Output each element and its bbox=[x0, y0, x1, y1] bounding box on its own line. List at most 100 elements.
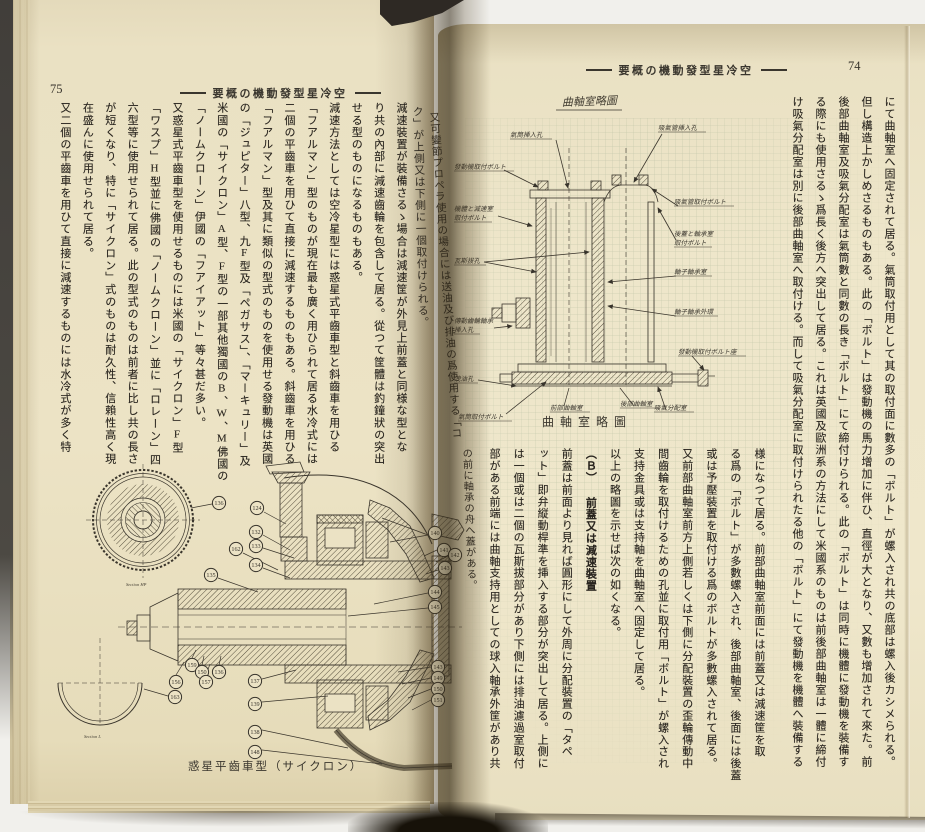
text-column: 減速方法としては空冷星型には惑星式平齒車型と斜齒車を用ひる bbox=[327, 102, 340, 453]
callout-number: 137 bbox=[247, 673, 263, 689]
text-column: る爲の「ボルト」が多數螺入され、後部曲軸室、後面には後蓋 bbox=[728, 448, 741, 782]
text-column: け吸氣分配室は別に後部曲軸室へ取付ける。而して吸氣分配室に取付けられたる他の「ボ… bbox=[791, 96, 803, 768]
running-header-left: 要概の機動發型星冷空 bbox=[150, 85, 410, 101]
svg-text:挿入孔: 挿入孔 bbox=[454, 326, 474, 334]
svg-text:150: 150 bbox=[433, 686, 442, 693]
svg-text:133: 133 bbox=[251, 543, 260, 550]
text-column: 又二個の平齒車を用ひて直接に減速するものには水冷式が多く特 bbox=[58, 102, 71, 453]
svg-text:發動機取付ボルト座: 發動機取付ボルト座 bbox=[678, 348, 738, 356]
svg-text:150: 150 bbox=[197, 669, 206, 676]
text-column: 六型等に使用せられて居る。此の型式のものは前者に比し共の長さ bbox=[126, 102, 139, 465]
svg-text:151: 151 bbox=[433, 697, 442, 704]
svg-text:Section L: Section L bbox=[84, 734, 101, 739]
text-column: 在盛んに使用せられて居る。 bbox=[81, 102, 94, 260]
text-column: 前蓋は前面より見れば圓形にして外周に分配裝置の「タペ bbox=[560, 448, 573, 758]
svg-text:143: 143 bbox=[440, 565, 449, 572]
text-column: 「フアルマン」型及其に類似の型式のものを使用せる發動機は英國 bbox=[260, 102, 273, 465]
svg-text:157: 157 bbox=[201, 679, 210, 686]
text-column: が短くなり、特に「サイクロン」式のものは耐久性、信賴性高く現 bbox=[103, 102, 116, 465]
svg-text:148: 148 bbox=[250, 749, 259, 756]
svg-text:132: 132 bbox=[251, 529, 260, 536]
text-column: 或は予壓裝置を取付ける爲のボルトが多數螺入されて居る。 bbox=[704, 448, 717, 770]
text-column: る際にも使用さるゝ爲長く後方へ突出して居る。これは英國及歐洲系の方法にして米國系… bbox=[814, 96, 826, 768]
svg-text:137: 137 bbox=[250, 678, 259, 685]
svg-text:141: 141 bbox=[439, 547, 448, 554]
svg-text:134: 134 bbox=[251, 562, 260, 569]
page-shadow-right bbox=[494, 813, 925, 829]
svg-text:前部曲軸室: 前部曲軸室 bbox=[550, 404, 584, 412]
text-column: 「ノームクローン」伊國の「フアイアット」等々甚だ多い。 bbox=[193, 102, 206, 429]
running-header-right: 要概の機動發型星冷空 bbox=[560, 62, 812, 78]
text-column: 以上の略圖を示せば次の如くなる。 bbox=[608, 448, 621, 639]
spine-bottom bbox=[348, 802, 548, 832]
svg-text:138: 138 bbox=[250, 729, 259, 736]
svg-text:149: 149 bbox=[433, 675, 442, 682]
crankcase-diagram: 曲軸室略圖 bbox=[454, 94, 746, 429]
text-column: 部がある前端には曲軸支持用としての球入軸承外筐があり共 bbox=[487, 448, 500, 770]
callout-number: 159 bbox=[184, 657, 200, 673]
svg-text:吸氣管取付ボルト: 吸氣管取付ボルト bbox=[674, 198, 727, 206]
svg-text:Section HP: Section HP bbox=[126, 582, 147, 587]
text-column: 後部曲軸室及吸氣分配室は氣筒數と同數の長き「ボルト」にて締付けられる。此の「ボル… bbox=[837, 96, 849, 768]
svg-text:傳動齒輪軸承: 傳動齒輪軸承 bbox=[454, 317, 495, 325]
svg-text:145: 145 bbox=[430, 604, 439, 611]
text-column: ット」即弁縦動桿準を挿入する部分が突出して居る。上側に bbox=[536, 448, 549, 770]
callout-number: 136 bbox=[211, 495, 227, 511]
svg-text:後部曲軸室: 後部曲軸室 bbox=[620, 400, 654, 408]
svg-text:吸氣分配室: 吸氣分配室 bbox=[654, 404, 688, 412]
svg-text:156: 156 bbox=[171, 679, 180, 686]
svg-text:136: 136 bbox=[214, 500, 223, 507]
svg-text:軸子軸承室: 軸子軸承室 bbox=[674, 268, 708, 276]
text-column: 又惑星式平齒車型を使用せるものには米國の「サイクロン」F型 bbox=[170, 102, 183, 454]
svg-text:162: 162 bbox=[231, 546, 240, 553]
callout-number: 151 bbox=[430, 692, 446, 708]
text-column: 又前部曲軸室前方上側若しくは下側に分配裝置の歪輪傳動中 bbox=[680, 448, 693, 770]
text-column: にて曲軸室へ固定されて居る。氣筒取付用として其の取付面に數多の「ボルト」が螺入さ… bbox=[883, 96, 895, 768]
svg-text:136: 136 bbox=[214, 669, 223, 676]
svg-text:135: 135 bbox=[206, 572, 215, 579]
text-column: り共の內部に減速齒輪を包含して居る。從つて筐體は釣鐘狀の突出 bbox=[372, 102, 385, 465]
page-crease bbox=[904, 26, 910, 818]
text-column: 様になつて居る。前部曲軸室前面には前蓋又は減速筐を取 bbox=[753, 448, 765, 758]
page-edge-stack bbox=[28, 801, 430, 813]
text-column: の「ジュピター」八型、九F型及「ペガサス」、「マーキュリー」及 bbox=[238, 102, 251, 468]
diagram-caption: 惑星平齒車型（サイクロン） bbox=[188, 759, 363, 773]
diagram-callouts: 1361241321331621341351401411421431441451… bbox=[167, 495, 463, 760]
text-column: は一個或は二個の瓦斯拔部分があり下側には排油濾過室取付 bbox=[512, 448, 525, 770]
callout-number: 138 bbox=[247, 724, 263, 740]
callout-number: 148 bbox=[247, 744, 263, 760]
callout-number: 124 bbox=[249, 500, 265, 516]
svg-text:124: 124 bbox=[252, 505, 261, 512]
callout-number: 162 bbox=[228, 541, 244, 557]
svg-text:143: 143 bbox=[433, 664, 442, 671]
callout-number: 140 bbox=[427, 525, 443, 541]
svg-text:140: 140 bbox=[430, 530, 439, 537]
text-column: 米國の「サイクロン」A型、F型の一部其他獨國のB、W、M佛國の bbox=[215, 102, 228, 483]
svg-text:軸子軸承外環: 軸子軸承外環 bbox=[674, 308, 715, 316]
reduction-gear-diagram: 1361241321331621341351401411421431441451… bbox=[57, 461, 465, 773]
svg-text:139: 139 bbox=[250, 701, 259, 708]
right-page-text-left: 様になつて居る。前部曲軸室前面には前蓋又は減速筐を取る爲の「ボルト」が多數螺入さ… bbox=[480, 448, 771, 782]
svg-text:發動機取付ボルト: 發動機取付ボルト bbox=[454, 163, 507, 171]
callout-number: 157 bbox=[198, 674, 214, 690]
svg-text:取付ボルト: 取付ボルト bbox=[674, 239, 707, 247]
callout-number: 132 bbox=[248, 524, 264, 540]
diagram-title: 曲軸室略圖 bbox=[562, 94, 619, 109]
callout-number: 144 bbox=[427, 584, 443, 600]
svg-text:後蓋と軸承室: 後蓋と軸承室 bbox=[674, 230, 715, 238]
left-page-text: 減速裝置が裝備さるゝ場合は減速筐が外見上前蓋と同様な型となり共の內部に減速齒輪を… bbox=[52, 102, 412, 483]
svg-text:氣筒挿入孔: 氣筒挿入孔 bbox=[510, 131, 543, 139]
text-column: 「フアルマン」型のものが現在最も廣く用ひられて居る水冷式には bbox=[305, 102, 318, 465]
svg-text:142: 142 bbox=[450, 552, 459, 559]
callout-number: 139 bbox=[247, 696, 263, 712]
svg-text:吸氣管挿入孔: 吸氣管挿入孔 bbox=[658, 124, 698, 132]
text-column: 「ワスプ」H型並に佛國の「ノームクローン」並に「ロレーン」四 bbox=[148, 102, 161, 466]
text-column: 支持金具或は支持軸を曲軸室へ固定して居る。 bbox=[632, 448, 645, 698]
callout-number: 163 bbox=[167, 689, 183, 705]
svg-text:機體と減速室: 機體と減速室 bbox=[454, 205, 495, 213]
text-column: 但し構造上かしめさるものもある。此の「ボルト」は發動機の馬力增加に伴ひ、直徑が大… bbox=[860, 96, 872, 768]
callout-number: 136 bbox=[211, 664, 227, 680]
svg-text:取付ボルト: 取付ボルト bbox=[454, 214, 487, 222]
callout-number: 135 bbox=[203, 567, 219, 583]
